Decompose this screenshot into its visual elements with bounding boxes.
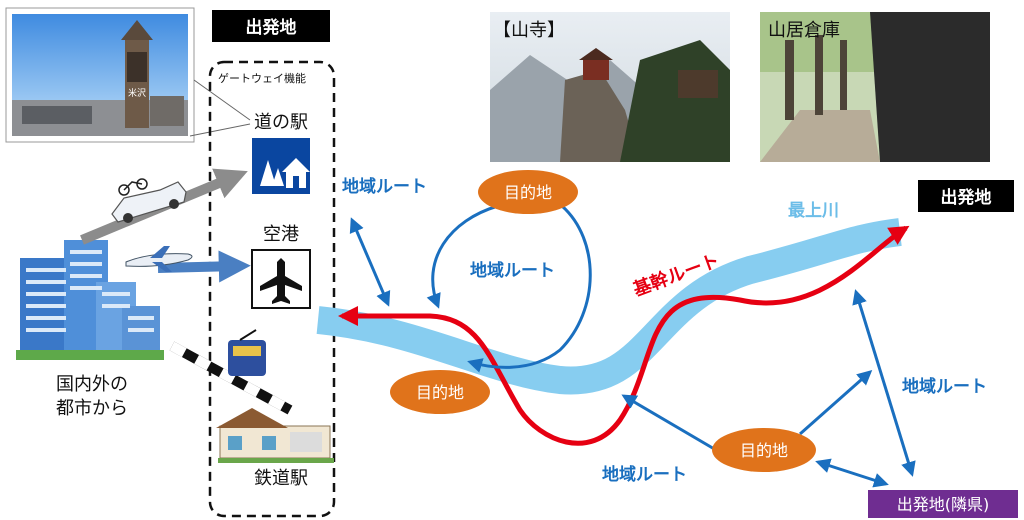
destination-label-1: 目的地: [504, 183, 552, 202]
regional-route-label-4: 地域ルート: [902, 376, 987, 397]
photo-station: 米沢: [5, 7, 251, 143]
start-box-neighbor: [868, 490, 1018, 518]
destination-node-1: [478, 170, 578, 214]
start-label-left: 出発地: [246, 17, 297, 38]
regional-route-arrow-1: [349, 217, 391, 307]
destination-label-3: 目的地: [740, 441, 788, 460]
destination-node-2: [390, 370, 490, 414]
regional-route-loop-left: [426, 204, 499, 309]
roadside-station-label: 道の駅: [254, 112, 308, 133]
air-access-arrow: [157, 250, 251, 283]
regional-route-label-3: 地域ルート: [602, 464, 687, 485]
gateway-box: [208, 60, 336, 518]
roadside-station-sign-icon: [252, 138, 310, 194]
start-label-neighbor: 出発地(隣県): [897, 495, 990, 514]
sankyo-soko-label: 山居倉庫: [768, 20, 840, 41]
regional-route-arrow-6: [815, 458, 889, 488]
regional-route-arrow-4: [799, 370, 873, 436]
destination-node-3: [712, 428, 816, 472]
airport-label: 空港: [263, 224, 299, 245]
city-buildings-icon: [16, 240, 164, 360]
rail-station-label: 鉄道駅: [254, 468, 308, 489]
mogami-river-label: 最上川: [788, 201, 839, 221]
start-box-right: [918, 180, 1014, 212]
regional-route-label-2: 地域ルート: [470, 260, 555, 281]
station-building-icon: [216, 408, 334, 463]
airplane-sign-icon: [251, 249, 311, 309]
start-box-left: [212, 10, 330, 42]
mogami-river: [316, 218, 902, 395]
gateway-label: ゲートウェイ機能: [218, 71, 306, 85]
car-with-bicycle-icon: [111, 178, 187, 223]
photo-yamadera: 【山寺】: [490, 12, 730, 162]
cities-label-line1: 国内外の: [56, 374, 128, 395]
regional-route-arrow-5: [852, 289, 916, 477]
start-label-right: 出発地: [941, 187, 992, 208]
airplane-icon: [125, 246, 193, 272]
destination-label-2: 目的地: [416, 383, 464, 402]
regional-route-arrow-3: [621, 394, 717, 452]
regional-route-label-1: 地域ルート: [342, 176, 427, 197]
cities-label-line2: 都市から: [56, 398, 128, 419]
regional-route-loop-right: [467, 204, 592, 373]
train-crossing-icon: [169, 329, 293, 415]
yamadera-label: 【山寺】: [493, 20, 565, 41]
station-sign: 米沢: [128, 87, 146, 99]
photo-sankyo-soko: 山居倉庫: [760, 12, 990, 162]
